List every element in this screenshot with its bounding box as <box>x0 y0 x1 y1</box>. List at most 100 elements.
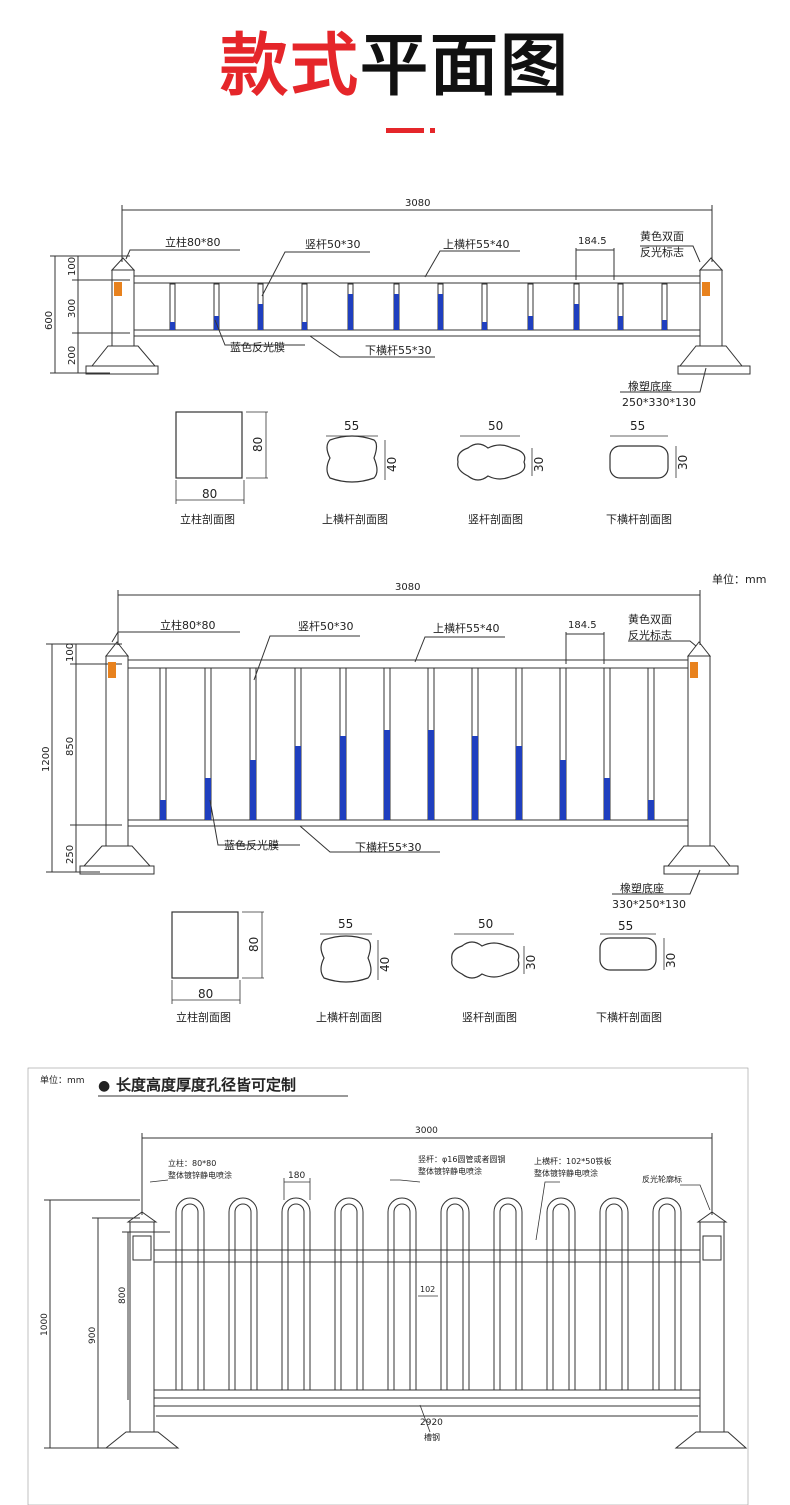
loop-bar-inner <box>393 1203 411 1390</box>
section-post-caption: 立柱剖面图 <box>180 512 235 526</box>
title-black-part: 平面图 <box>360 27 571 106</box>
blue-film-strip <box>160 800 166 820</box>
vbar-label-1: 竖杆：φ16圆管或者圆钢 <box>418 1154 505 1164</box>
height-total-dimension: 600 <box>44 311 55 330</box>
section-vbar-height: 30 <box>532 457 546 472</box>
reflector-label-2: 反光标志 <box>628 628 672 642</box>
post-label: 立柱80*80 <box>160 618 216 632</box>
blue-film-strip <box>662 320 667 330</box>
post-label-2: 整体镀锌静电喷涂 <box>168 1170 232 1180</box>
section-post-caption: 立柱剖面图 <box>176 1010 231 1024</box>
section-post-height: 80 <box>251 437 265 452</box>
height-total-dimension: 1000 <box>40 1313 50 1336</box>
blue-film-strip <box>258 304 263 330</box>
loop-bar <box>493 1197 523 1390</box>
section-bottom-rail-width: 55 <box>618 919 633 933</box>
section-vbar-caption: 竖杆剖面图 <box>468 512 523 526</box>
blue-film-strip <box>648 800 654 820</box>
section-top-rail-width: 55 <box>344 419 359 433</box>
blue-film-strip <box>302 322 307 330</box>
top-rail-label: 上横杆55*40 <box>443 237 510 251</box>
cross-sections-row-2: 80 80 立柱剖面图 55 40 上横杆剖面图 50 30 竖杆剖面图 55 … <box>171 911 678 1024</box>
section-bottom-rail-height: 30 <box>664 953 678 968</box>
height-top-dimension: 100 <box>65 643 76 662</box>
blue-film-strip <box>250 760 256 820</box>
section-bottom-rail-caption: 下横杆剖面图 <box>606 512 672 526</box>
inner-length-dimension: 2920 <box>420 1418 443 1428</box>
height-bottom-dimension: 250 <box>65 845 76 864</box>
loop-bar-inner <box>287 1203 305 1390</box>
loop-bar <box>281 1197 311 1390</box>
loop-bar-inner <box>234 1203 252 1390</box>
section-bottom-rail-caption: 下横杆剖面图 <box>596 1010 662 1024</box>
loop-bar <box>175 1197 205 1390</box>
top-rail-label-1: 上横杆：102*50铁板 <box>534 1156 611 1166</box>
fence-elevation-600: 3080 600 100 300 200 立柱80*80 竖杆50*30 上横杆… <box>44 198 751 409</box>
length-dimension: 3080 <box>395 582 420 593</box>
blue-film-strip <box>560 760 566 820</box>
blue-film-strip <box>295 746 301 820</box>
blue-film-strip <box>394 294 399 330</box>
vbar-label-2: 整体镀锌静电喷涂 <box>418 1166 482 1176</box>
section-post-height: 80 <box>247 937 261 952</box>
blue-film-strip <box>205 778 211 820</box>
blue-film-strip <box>604 778 610 820</box>
gap-dimension: 102 <box>420 1285 435 1294</box>
loop-bar <box>228 1197 258 1390</box>
section-top-rail-height: 40 <box>385 457 399 472</box>
loop-bar <box>334 1197 364 1390</box>
loop-bar-inner <box>499 1203 517 1390</box>
section-top-rail-width: 55 <box>338 917 353 931</box>
page-title: 款式平面图 <box>0 22 790 112</box>
base-label: 橡塑底座 <box>628 379 672 393</box>
top-rail-label: 上横杆55*40 <box>433 621 500 635</box>
spacing-label: 184.5 <box>578 236 607 247</box>
cross-sections-row-1: 80 80 立柱剖面图 55 40 上横杆剖面图 50 30 竖杆剖面图 55 … <box>175 411 690 526</box>
blue-film-strip <box>528 316 533 330</box>
height-top-dimension: 100 <box>67 257 78 276</box>
reflector-label: 反光轮廓标 <box>642 1174 682 1184</box>
blue-film-strip <box>428 730 434 820</box>
height-bottom-dimension: 200 <box>67 346 78 365</box>
reflector-label-1: 黄色双面 <box>640 229 684 243</box>
loop-fence-elevation-1000: 单位：mm ● 长度高度厚度孔径皆可定制 3000 180 102 2920 1… <box>27 1067 749 1505</box>
height-mid-dimension: 300 <box>67 299 78 318</box>
unit-label: 单位：mm <box>712 572 766 586</box>
loop-bar <box>387 1197 417 1390</box>
blue-film-strip <box>472 736 478 820</box>
loop-bar <box>599 1197 629 1390</box>
blue-film-strip <box>340 736 346 820</box>
loop-bar <box>440 1197 470 1390</box>
blue-film-strip <box>574 304 579 330</box>
base-size-label: 250*330*130 <box>622 396 696 409</box>
height-800-dimension: 800 <box>118 1287 128 1304</box>
section-vbar-width: 50 <box>488 419 503 433</box>
blue-film-strip <box>516 746 522 820</box>
custom-note-bullet: ● <box>98 1078 110 1094</box>
section-bottom-rail-height: 30 <box>676 455 690 470</box>
loop-bar-inner <box>181 1203 199 1390</box>
section-bottom-rail-width: 55 <box>630 419 645 433</box>
loop-bar <box>546 1197 576 1390</box>
spacing-label: 184.5 <box>568 620 597 631</box>
blue-film-strip <box>618 316 623 330</box>
reflector-label-2: 反光标志 <box>640 245 684 259</box>
length-dimension: 3000 <box>415 1126 438 1136</box>
title-underline <box>386 128 424 133</box>
bottom-rail-label: 下横杆55*30 <box>355 840 422 854</box>
loop-bar-inner <box>658 1203 676 1390</box>
custom-note: 长度高度厚度孔径皆可定制 <box>116 1076 296 1094</box>
loop-width-dimension: 180 <box>288 1171 305 1181</box>
blue-film-label: 蓝色反光膜 <box>230 340 285 354</box>
bottom-label: 槽钢 <box>424 1432 440 1442</box>
section-vbar-width: 50 <box>478 917 493 931</box>
loop-bar-inner <box>340 1203 358 1390</box>
blue-film-strip <box>170 322 175 330</box>
post-label-1: 立柱：80*80 <box>168 1158 216 1168</box>
base-label: 橡塑底座 <box>620 881 664 895</box>
length-dimension: 3080 <box>405 198 430 209</box>
blue-film-strip <box>384 730 390 820</box>
loop-bar-inner <box>605 1203 623 1390</box>
unit-label: 单位：mm <box>40 1074 85 1086</box>
title-red-part: 款式 <box>219 27 360 106</box>
